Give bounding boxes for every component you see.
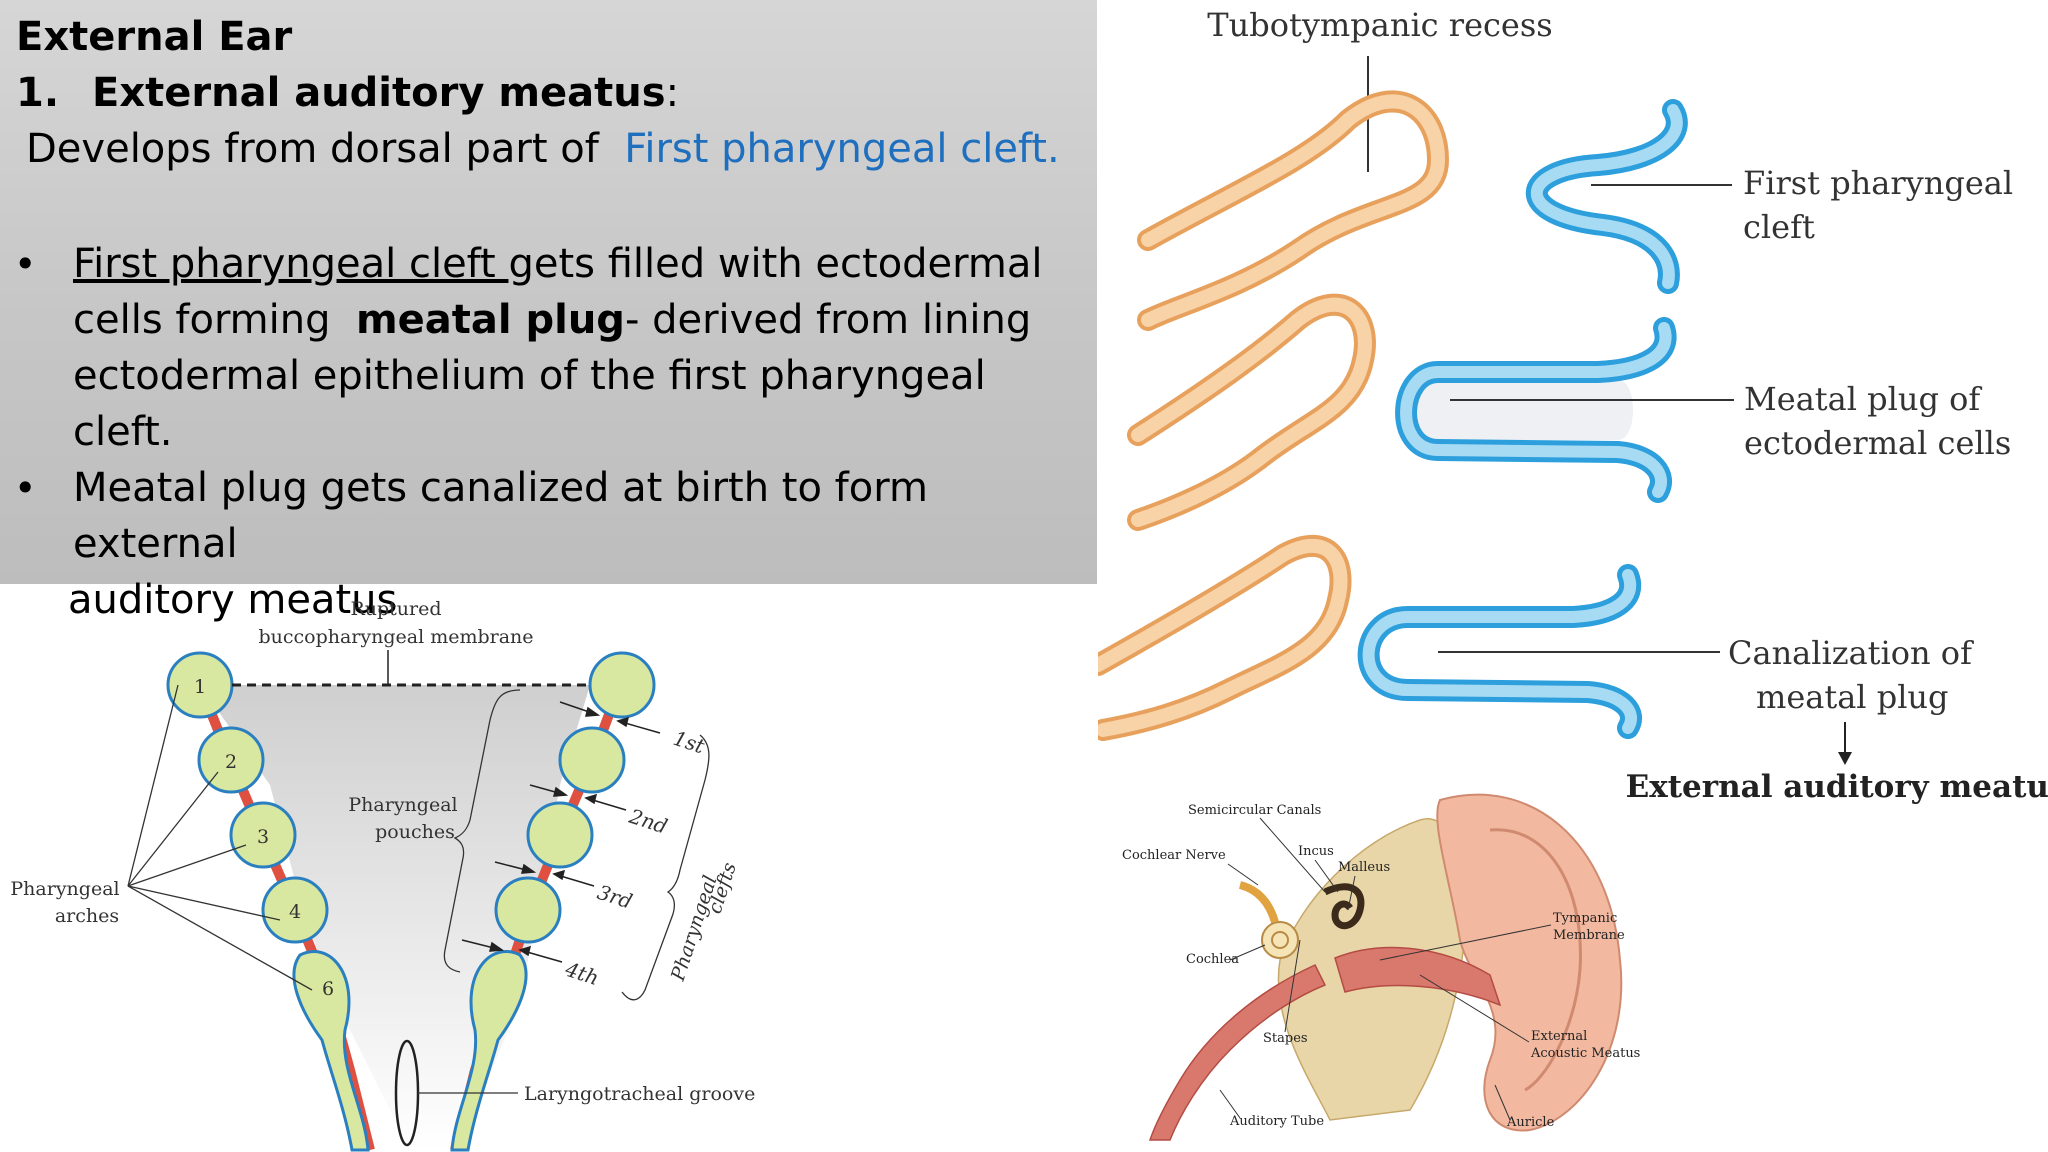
result-label: External auditory meatus bbox=[1626, 769, 2048, 805]
item-colon: : bbox=[665, 70, 680, 116]
bullet2-part-a: Meatal plug gets canalized at birth to f… bbox=[73, 465, 928, 567]
bullet-marker: • bbox=[14, 242, 37, 286]
tympanic-label-2: Membrane bbox=[1553, 928, 1625, 943]
cleft-ordinal-3rd: 3rd bbox=[594, 880, 635, 914]
cleft-arrows bbox=[518, 716, 661, 963]
ruptured-label-2: buccopharyngeal membrane bbox=[258, 626, 533, 648]
canal-label: Canalization of bbox=[1728, 634, 1974, 672]
bullet1-part-b: cells forming bbox=[73, 297, 344, 343]
auditory-tube bbox=[1148, 964, 1327, 1141]
canal-label-2: meatal plug bbox=[1756, 678, 1949, 716]
clefts-brace bbox=[621, 734, 710, 1001]
arch-3 bbox=[229, 801, 297, 869]
cochlear-nerve bbox=[1238, 881, 1279, 924]
arch-number-4: 4 bbox=[289, 901, 301, 923]
semicircular-label: Semicircular Canals bbox=[1188, 803, 1321, 818]
item-number: 1. bbox=[16, 70, 60, 116]
external-label: External bbox=[1531, 1029, 1587, 1044]
arch-4-right bbox=[494, 876, 562, 944]
develops-line: Develops from dorsal part of First phary… bbox=[26, 126, 1060, 172]
numbered-item: 1. External auditory meatus: bbox=[16, 70, 679, 116]
plug-label: Meatal plug of bbox=[1744, 380, 1982, 418]
ear-anatomy-diagram: Semicircular Canals Cochlear Nerve Incus… bbox=[1122, 793, 1640, 1141]
arch-number-6: 6 bbox=[322, 978, 334, 1000]
arch-number-1: 1 bbox=[194, 676, 206, 698]
pouches-label: Pharyngeal bbox=[348, 794, 457, 816]
ear-leaders bbox=[1219, 817, 1552, 1121]
develops-prefix: Develops from dorsal part of bbox=[26, 126, 599, 172]
arches-leaders bbox=[127, 684, 313, 991]
arches-label: Pharyngeal bbox=[10, 878, 119, 900]
arch-4 bbox=[261, 876, 329, 944]
bullet1-underlined: First pharyngeal cleft bbox=[73, 241, 509, 287]
cleft-ordinal-4th: 4th bbox=[562, 957, 602, 991]
ruptured-label: Ruptured bbox=[350, 598, 441, 620]
bullet-marker: • bbox=[14, 466, 37, 510]
pouches-label-2: pouches bbox=[375, 821, 455, 843]
auricle bbox=[1436, 793, 1623, 1132]
bullet1-part-a: gets filled with ectodermal bbox=[508, 241, 1043, 287]
arches-label-2: arches bbox=[55, 905, 119, 927]
tympanic-label: Tympanic bbox=[1553, 911, 1617, 926]
meatal-plug-fill bbox=[1418, 380, 1633, 440]
arch-6 bbox=[292, 950, 370, 1152]
cleft-label: First pharyngeal bbox=[1743, 164, 2013, 202]
bullet-paragraph-2: Meatal plug gets canalized at birth to f… bbox=[68, 460, 1097, 628]
auricle-inner bbox=[1489, 828, 1582, 1092]
pharyngeal-arches-diagram: Ruptured buccopharyngeal membrane 1 2 3 … bbox=[10, 598, 755, 1152]
auricle-label: Auricle bbox=[1506, 1115, 1555, 1130]
pouches-brace bbox=[443, 689, 521, 973]
arch-1-right bbox=[588, 651, 656, 719]
external-acoustic-meatus bbox=[1334, 946, 1502, 1007]
arch-number-3: 3 bbox=[257, 826, 269, 848]
meatus-development-diagram: Tubotympanic recess First pharyngeal cle… bbox=[1098, 6, 2048, 805]
item-title: External auditory meatus bbox=[92, 70, 666, 116]
cleft-ordinal-1st: 1st bbox=[670, 726, 708, 759]
pouch-arrows bbox=[461, 701, 601, 952]
develops-link: First pharyngeal cleft. bbox=[624, 126, 1060, 172]
arch-number-2: 2 bbox=[225, 751, 237, 773]
cleft-label-2: cleft bbox=[1743, 208, 1815, 246]
bullet1-part-d: ectodermal epithelium of the first phary… bbox=[73, 353, 986, 455]
auditory-tube-label: Auditory Tube bbox=[1229, 1114, 1324, 1129]
cochlea bbox=[1261, 921, 1299, 959]
bullet-paragraph-1: First pharyngeal cleft gets filled with … bbox=[73, 236, 1097, 460]
arch-6-right bbox=[450, 950, 528, 1152]
plug-label-2: ectodermal cells bbox=[1744, 424, 2011, 462]
result-arrowhead bbox=[1838, 752, 1852, 765]
cochlea-label: Cochlea bbox=[1186, 952, 1239, 967]
arch-2-right bbox=[558, 726, 626, 794]
malleus-label: Malleus bbox=[1338, 860, 1390, 875]
arch-3-right bbox=[526, 801, 594, 869]
cleft-ordinal-2nd: 2nd bbox=[626, 804, 671, 839]
stapes-label: Stapes bbox=[1263, 1031, 1308, 1046]
ectoderm-stage1 bbox=[1526, 99, 1688, 294]
groove-label: Laryngotracheal groove bbox=[524, 1083, 755, 1105]
right-arches bbox=[450, 651, 656, 1152]
bullet1-part-c: - derived from lining bbox=[624, 297, 1032, 343]
text-panel: External Ear 1. External auditory meatus:… bbox=[0, 0, 1097, 623]
bullet1-bold: meatal plug bbox=[355, 297, 625, 343]
slide-heading: External Ear bbox=[16, 14, 293, 60]
bullet2-part-b: auditory meatus bbox=[68, 577, 398, 623]
incus-label: Incus bbox=[1298, 844, 1334, 859]
external-label-2: Acoustic Meatus bbox=[1530, 1046, 1640, 1061]
cochlear-nerve-label: Cochlear Nerve bbox=[1122, 848, 1226, 863]
recess-label: Tubotympanic recess bbox=[1207, 6, 1552, 44]
